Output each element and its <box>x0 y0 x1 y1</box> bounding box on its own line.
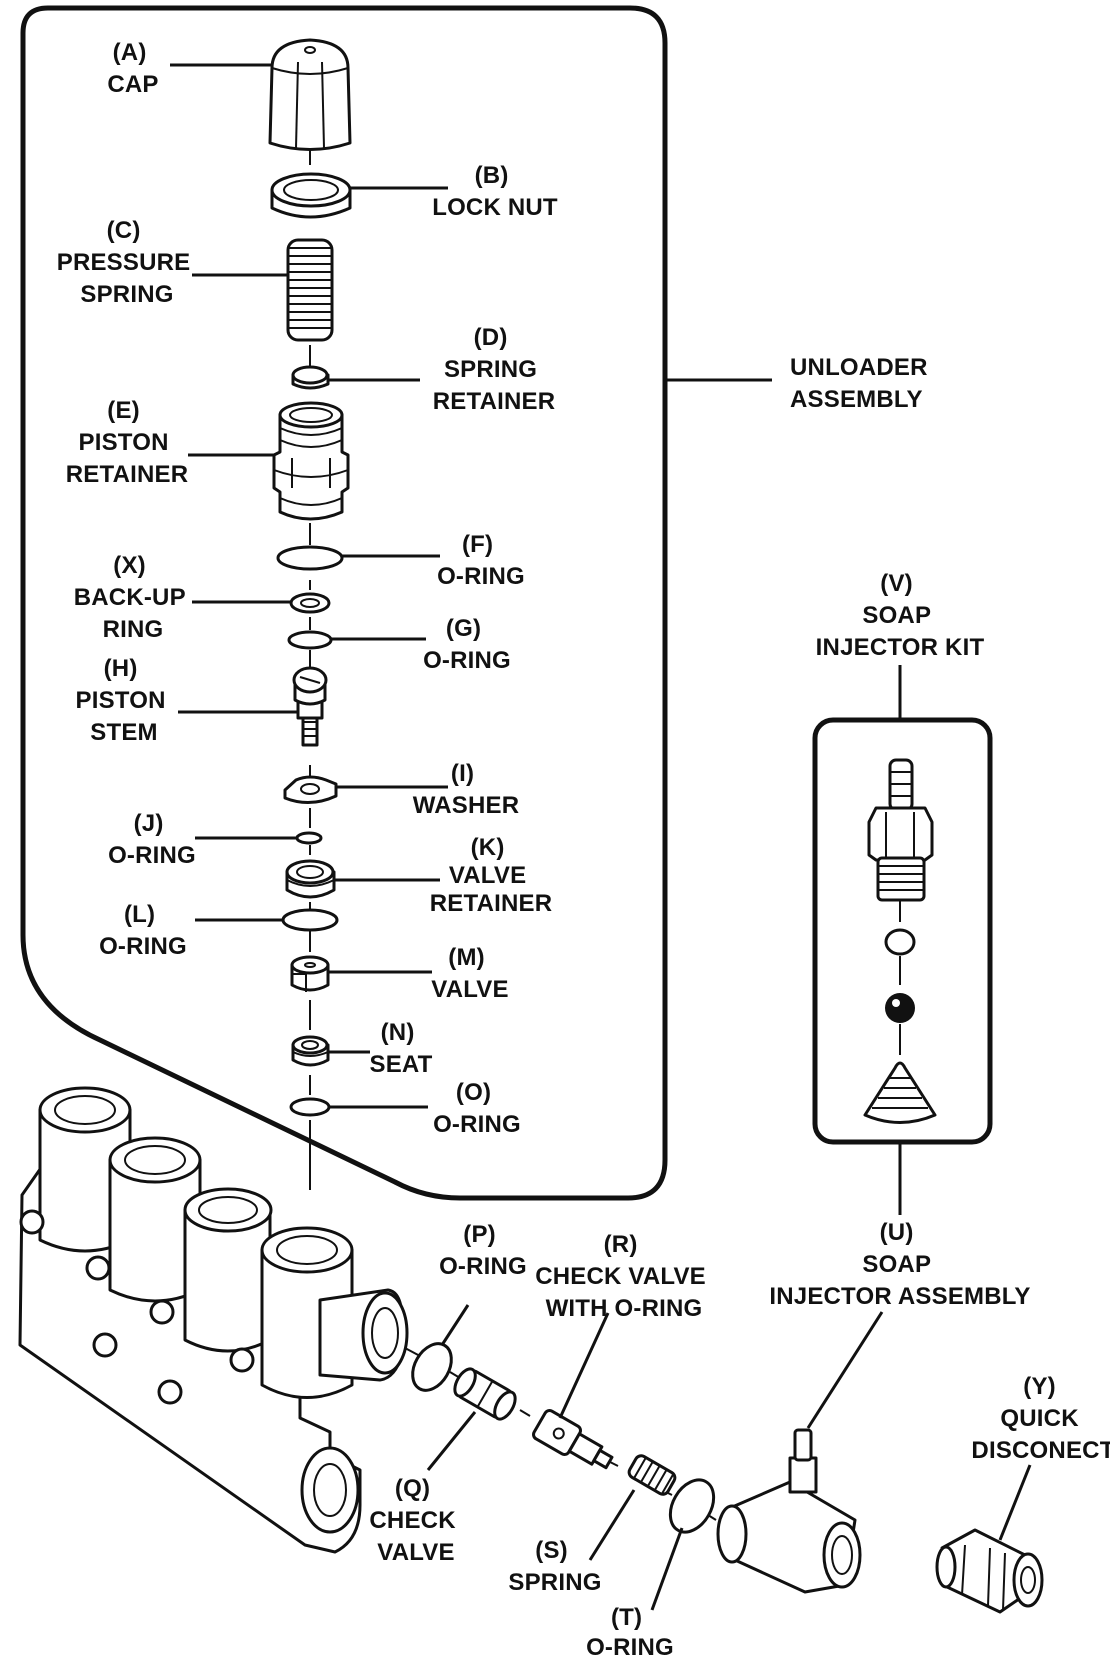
label-f: (F) O-RING <box>437 531 525 590</box>
label-t: (T) O-RING <box>586 1604 674 1661</box>
label-p: (P) O-RING <box>439 1221 527 1280</box>
label-i: (I) WASHER <box>413 760 520 819</box>
o-ring-o-part <box>289 1097 331 1117</box>
spring-retainer-part <box>291 365 330 390</box>
manifold-part <box>18 1086 409 1554</box>
seat-part <box>291 1035 330 1067</box>
label-o: (O) O-RING <box>433 1079 521 1138</box>
soap-injector-assembly-leader <box>806 1311 884 1429</box>
spring-s-part <box>627 1454 677 1496</box>
soap-injector-kit-frame <box>812 717 993 1145</box>
spring-s-leader <box>588 1489 636 1561</box>
label-r: (R) CHECK VALVE WITH O-RING <box>535 1231 713 1322</box>
label-h: (H) PISTON STEM <box>76 655 173 746</box>
o-ring-p-leader <box>440 1304 470 1346</box>
o-ring-f-part <box>276 545 344 571</box>
label-q: (Q) CHECK VALVE <box>369 1475 462 1566</box>
label-c: (C) PRESSURE SPRING <box>57 217 198 308</box>
check-valve-with-o-ring-leader <box>558 1312 610 1419</box>
lock-nut-part <box>270 172 352 219</box>
pressure-spring-part <box>286 238 334 342</box>
label-j: (J) O-RING <box>108 810 196 869</box>
label-g: (G) O-RING <box>423 615 511 674</box>
cap-part <box>268 38 352 151</box>
label-y: (Y) QUICK DISCONECT <box>971 1373 1110 1464</box>
label-n: (N) SEAT <box>369 1019 432 1078</box>
label-x: (X) BACK-UP RING <box>74 552 193 643</box>
piston-stem-part <box>292 666 328 747</box>
soap-injector-assembly-part <box>716 1428 862 1594</box>
soap-injector-kit-parts <box>863 758 937 1124</box>
label-d: (D) SPRING RETAINER <box>433 324 556 415</box>
o-ring-j-part <box>295 831 323 845</box>
label-unloader-assembly: UNLOADER ASSEMBLY <box>790 354 934 413</box>
o-ring-g-part <box>287 630 333 650</box>
back-up-ring-part <box>289 592 331 614</box>
label-k: (K) VALVE RETAINER <box>430 834 553 917</box>
label-m: (M) VALVE <box>431 944 508 1003</box>
washer-part <box>283 775 338 804</box>
label-s: (S) SPRING <box>508 1537 601 1596</box>
check-valve-leader <box>426 1411 477 1471</box>
label-v: (V) SOAP INJECTOR KIT <box>816 570 985 661</box>
check-valve-with-o-ring-part <box>532 1408 614 1470</box>
piston-retainer-part <box>272 401 350 521</box>
label-u: (U) SOAP INJECTOR ASSEMBLY <box>769 1219 1030 1310</box>
o-ring-p-part <box>411 1342 453 1392</box>
unloader-assembly-frame <box>20 5 668 1201</box>
o-ring-l-part <box>281 908 339 932</box>
quick-disconnect-part <box>935 1528 1044 1614</box>
label-e: (E) PISTON RETAINER <box>66 397 189 488</box>
o-ring-t-leader <box>650 1527 684 1611</box>
quick-disconnect-leader <box>998 1464 1032 1541</box>
check-valve-part <box>453 1367 517 1421</box>
label-a: (A) CAP <box>107 39 158 98</box>
valve-part <box>290 955 330 992</box>
label-b: (B) LOCK NUT <box>432 162 558 221</box>
valve-retainer-part <box>285 859 336 899</box>
o-ring-t-part <box>668 1478 716 1534</box>
label-l: (L) O-RING <box>99 901 187 960</box>
